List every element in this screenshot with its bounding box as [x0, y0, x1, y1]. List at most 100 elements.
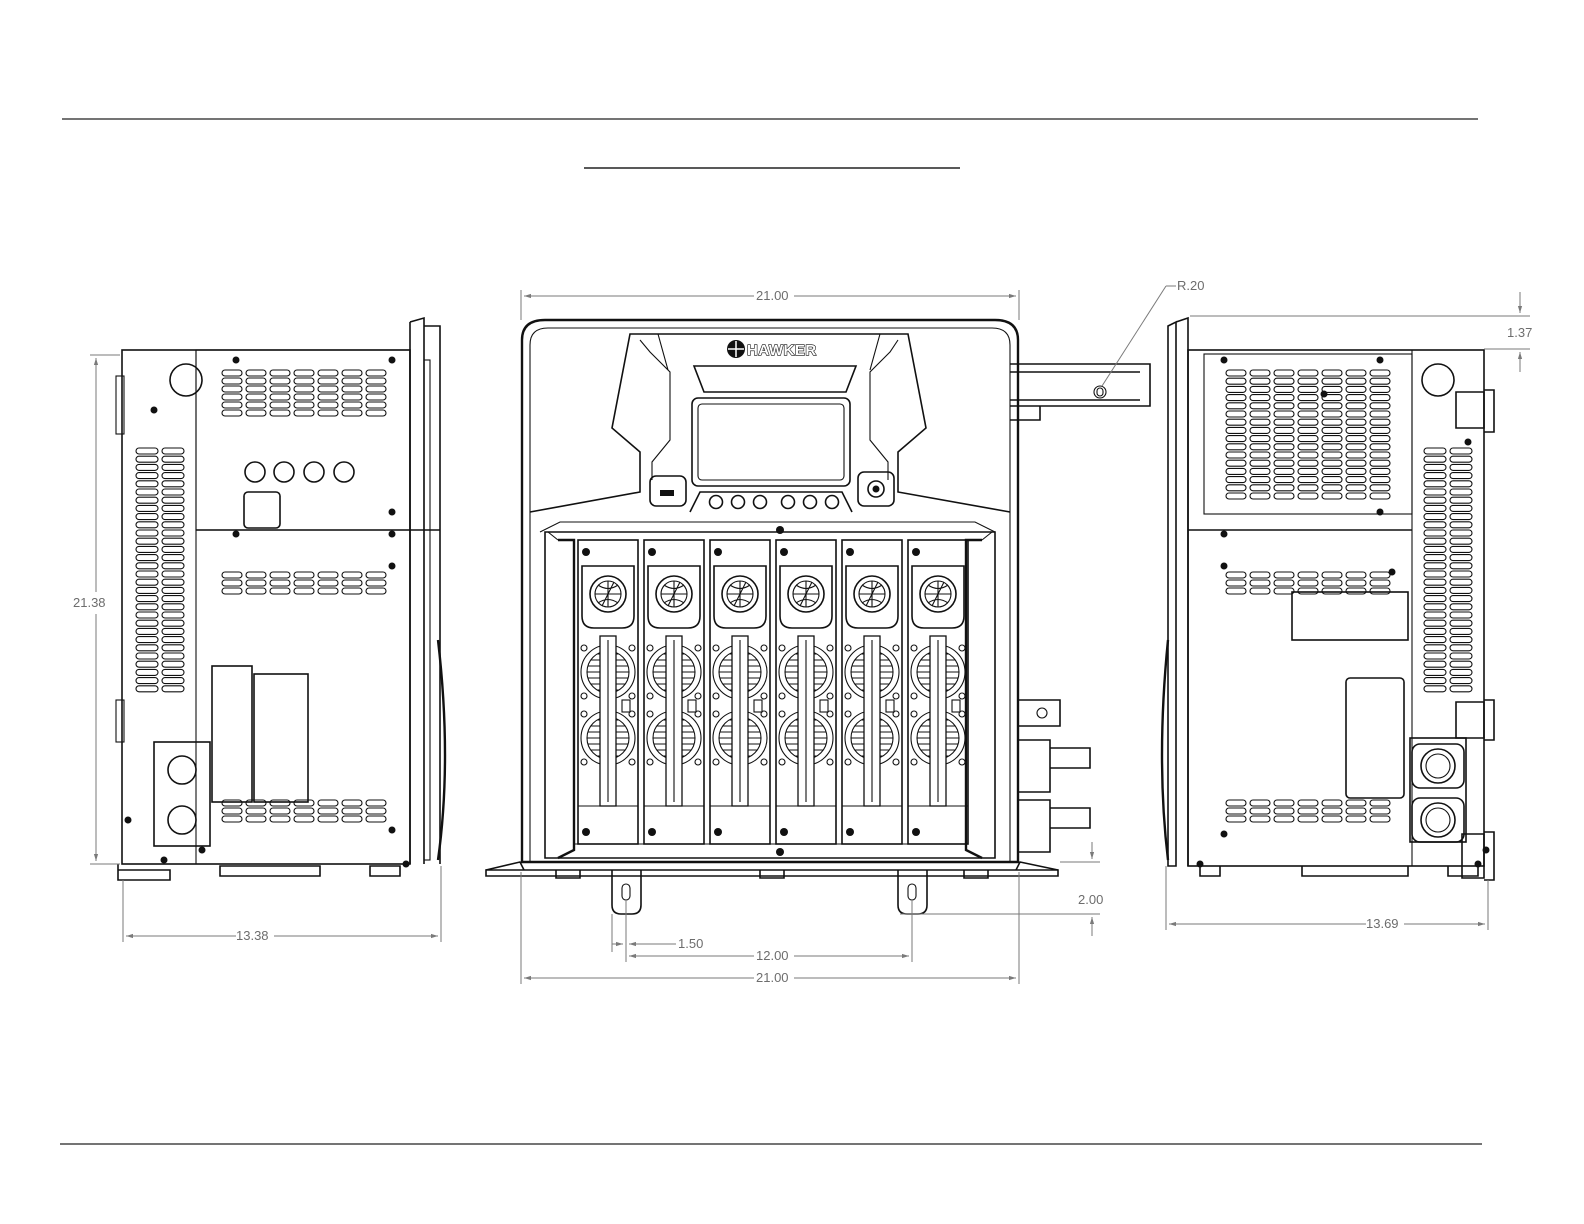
vent-slot [1424, 653, 1446, 659]
vent-slot [1450, 481, 1472, 487]
vent-slot [246, 394, 266, 400]
vent-slot [366, 370, 386, 376]
vent-slot [1370, 816, 1390, 822]
screw [912, 828, 920, 836]
vent-slot [136, 571, 158, 577]
vent-slot [136, 653, 158, 659]
vent-slot [1424, 530, 1446, 536]
vent-slot [162, 661, 184, 667]
vent-slot [318, 572, 338, 578]
vent-slot [1346, 468, 1366, 474]
vent-slot [1346, 419, 1366, 425]
vent-slot [162, 637, 184, 643]
vent-slot [1370, 370, 1390, 376]
screw [648, 828, 656, 836]
latch [622, 700, 630, 712]
screw [1377, 509, 1384, 516]
vent-slot [162, 514, 184, 520]
vent-slot [1226, 395, 1246, 401]
vent-slot [1226, 800, 1246, 806]
vent-slot [1250, 444, 1270, 450]
screw [1321, 391, 1328, 398]
left-vents [136, 448, 184, 692]
vent-slot [136, 579, 158, 585]
vent-slot [1226, 460, 1246, 466]
vent-slot [1250, 477, 1270, 483]
vent-slot [1450, 563, 1472, 569]
vent-slot [1424, 481, 1446, 487]
screw [389, 563, 396, 570]
vent-slot [162, 571, 184, 577]
vent-slot [1298, 493, 1318, 499]
vent-slot [162, 530, 184, 536]
vent-slot [1274, 460, 1294, 466]
vent-slot [1322, 460, 1342, 466]
vent-slot [136, 637, 158, 643]
vent-slot [270, 588, 290, 594]
vent-slot [366, 386, 386, 392]
vent-slot [1298, 485, 1318, 491]
vent-slot [1322, 572, 1342, 578]
vent-slot [1322, 427, 1342, 433]
vent-slot [1346, 808, 1366, 814]
left-side-view [116, 318, 445, 880]
vent-slot [1424, 661, 1446, 667]
vent-slot [318, 800, 338, 806]
vent-slot [270, 410, 290, 416]
rectifier-module [578, 540, 638, 844]
vent-slot [1250, 460, 1270, 466]
vent-slot [1322, 452, 1342, 458]
vent-slot [1346, 378, 1366, 384]
vent-slot [318, 370, 338, 376]
vent-slot [366, 394, 386, 400]
vent-slot [136, 464, 158, 470]
vent-slot [1250, 493, 1270, 499]
vent-slot [162, 596, 184, 602]
vent-slot [136, 456, 158, 462]
vent-slot [222, 572, 242, 578]
vent-slot [1298, 452, 1318, 458]
vent-slot [1346, 580, 1366, 586]
screw [1221, 531, 1228, 538]
vent-slot [1274, 411, 1294, 417]
vent-slot [246, 410, 266, 416]
vent-slot [162, 620, 184, 626]
vent-slot [246, 800, 266, 806]
vent-slot [1274, 588, 1294, 594]
vent-slot [162, 604, 184, 610]
vent-slot [1274, 395, 1294, 401]
vent-slot [366, 808, 386, 814]
vent-slot [136, 505, 158, 511]
vent-slot [162, 497, 184, 503]
vent-slot [1298, 386, 1318, 392]
indicator-led [754, 496, 767, 509]
vent-slot [1370, 460, 1390, 466]
vent-slot [1298, 468, 1318, 474]
vent-slot [1298, 800, 1318, 806]
vent-slot [366, 800, 386, 806]
vent-slot [136, 497, 158, 503]
vent-slot [270, 580, 290, 586]
vent-slot [1450, 661, 1472, 667]
vent-slot [1274, 485, 1294, 491]
vent-slot [1424, 604, 1446, 610]
vent-slot [1274, 468, 1294, 474]
vent-slot [1424, 563, 1446, 569]
vent-slot [1346, 588, 1366, 594]
vent-slot [366, 580, 386, 586]
vent-slot [1450, 497, 1472, 503]
vent-slot [162, 678, 184, 684]
vent-slot [162, 612, 184, 618]
screw [1221, 357, 1228, 364]
screw [846, 548, 854, 556]
vent-slot [1424, 596, 1446, 602]
vent-slot [1424, 546, 1446, 552]
vent-slot [1370, 493, 1390, 499]
vent-slot [162, 505, 184, 511]
vent-slot [1226, 588, 1246, 594]
vent-slot [1226, 580, 1246, 586]
vent-slot [270, 386, 290, 392]
vent-slot [136, 546, 158, 552]
vent-slot [222, 402, 242, 408]
